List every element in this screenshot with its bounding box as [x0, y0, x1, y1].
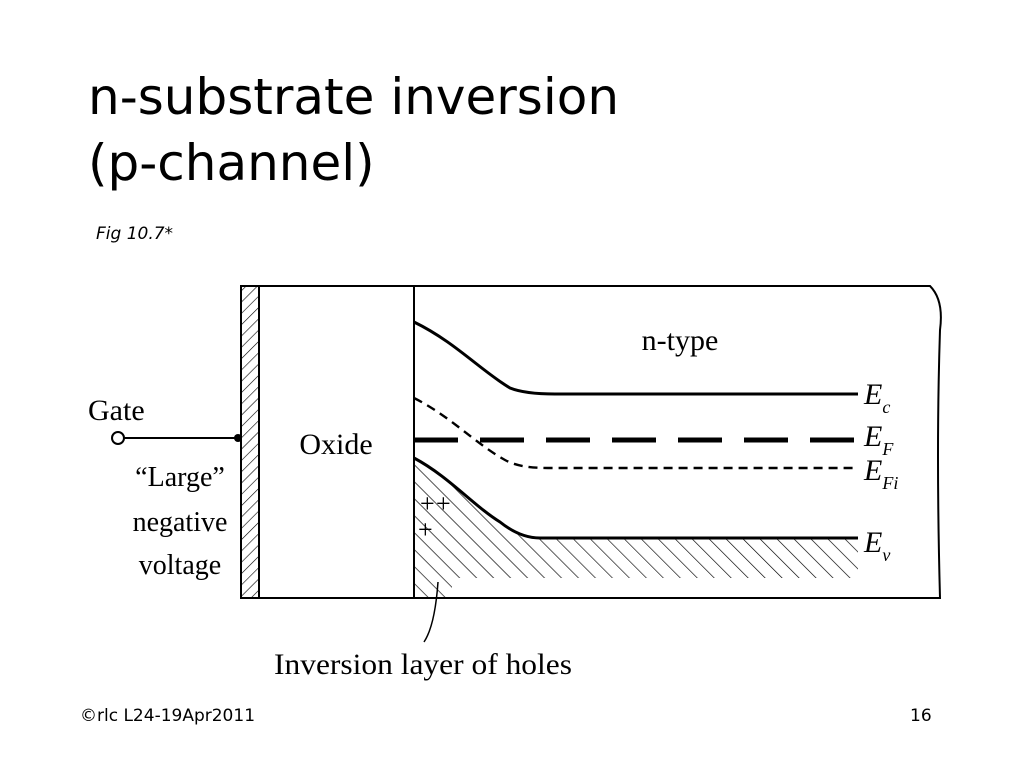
ev-label: Ev — [863, 526, 890, 565]
title-line-2: (p-channel) — [88, 134, 375, 192]
intrinsic-fermi-level-line — [413, 396, 858, 470]
gate-contact-dot — [234, 434, 242, 442]
inversion-label: Inversion layer of holes — [274, 648, 572, 681]
page-number: 16 — [910, 706, 932, 726]
valence-band-line — [413, 456, 858, 540]
oxide-label: Oxide — [299, 428, 372, 461]
region-label: n-type — [642, 324, 719, 357]
conduction-band-line — [413, 320, 858, 396]
charge-plus-3: + — [418, 515, 433, 544]
gate-label: Gate — [88, 394, 145, 427]
inversion-pointer — [423, 581, 439, 643]
voltage-label-line-2: negative — [133, 507, 228, 538]
ef-label: EF — [863, 420, 894, 459]
efi-label: EFi — [863, 454, 898, 493]
charge-plus-1: + — [420, 489, 435, 518]
gate-metal — [240, 285, 260, 599]
ec-label: Ec — [863, 378, 890, 417]
gate-terminal — [111, 431, 125, 445]
slide-title: n-substrate inversion (p-channel) — [88, 64, 619, 196]
voltage-label-line-1: “Large” — [135, 462, 225, 493]
valence-band-hatch — [414, 458, 858, 598]
title-line-1: n-substrate inversion — [88, 68, 620, 126]
charge-plus-2: + — [436, 489, 451, 518]
n-type-region-outline — [414, 285, 942, 599]
footer-copyright: ©rlc L24-19Apr2011 — [80, 706, 256, 726]
figure-reference: Fig 10.7* — [96, 224, 174, 244]
voltage-label-line-3: voltage — [139, 550, 221, 581]
